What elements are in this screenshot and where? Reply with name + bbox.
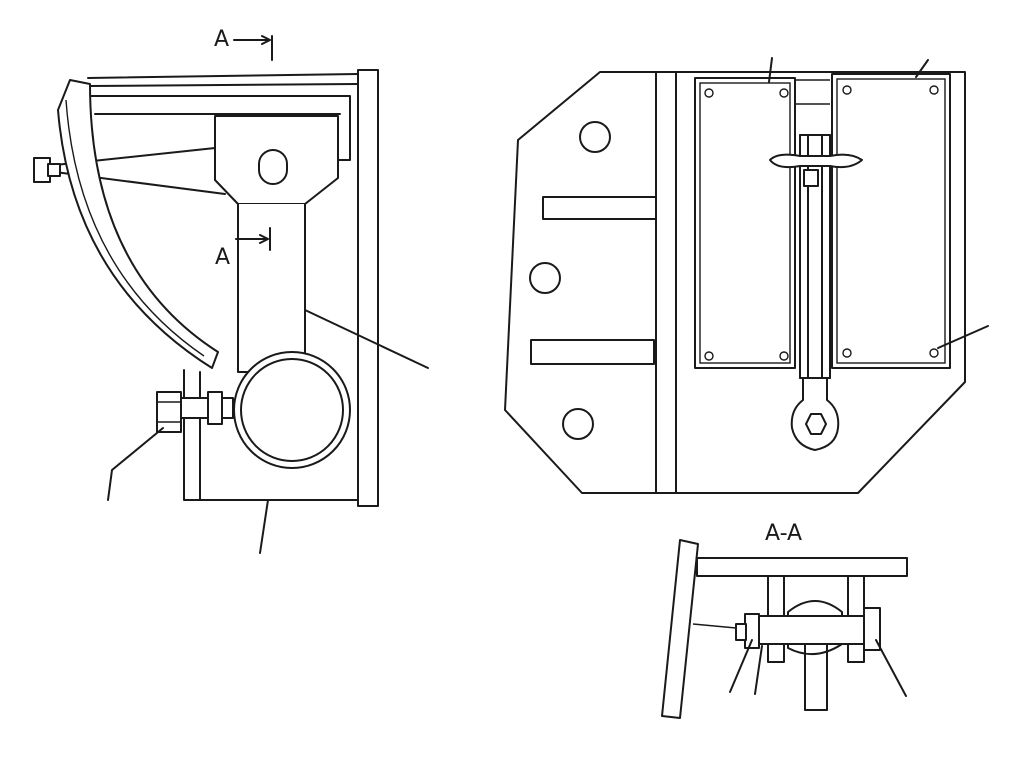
section-bolt-head (744, 613, 760, 649)
section-wall (661, 539, 699, 719)
section-boss (787, 600, 843, 617)
slot-hole (258, 149, 288, 185)
section-title: A-A (765, 521, 802, 546)
hex-nut (805, 413, 827, 435)
upper-rail (89, 95, 351, 161)
top-plate (87, 73, 359, 87)
vertical-strip (655, 71, 677, 494)
section-plate (696, 557, 908, 577)
leader-line (937, 325, 989, 349)
leader-line (875, 639, 907, 697)
leader-line (107, 427, 164, 501)
vertical-arm (237, 203, 306, 373)
leader-line (768, 57, 773, 83)
curved-guard (57, 79, 219, 369)
leader-line (729, 639, 753, 693)
front-outline (504, 71, 966, 494)
right-window (831, 73, 951, 369)
mounting-hole (562, 408, 594, 440)
section-a-a-view: A-A (661, 521, 908, 719)
front-view (504, 57, 989, 494)
section-bar (804, 643, 828, 711)
mounting-hole (529, 262, 561, 294)
section-marker-top: A (214, 27, 229, 52)
pipe-ring (233, 351, 351, 469)
t-handle (769, 153, 863, 169)
leader-line (754, 645, 763, 695)
side-nut (156, 391, 182, 433)
section-shaft (747, 615, 877, 645)
leader-line (915, 59, 929, 78)
leader-line (259, 499, 269, 554)
back-plate (357, 69, 379, 507)
left-window (694, 77, 796, 369)
side-view: A A (33, 27, 429, 554)
center-rod (799, 134, 831, 379)
slot (530, 339, 655, 365)
leader-line (304, 309, 429, 369)
section-marker-mid: A (215, 245, 230, 270)
slot (542, 196, 667, 220)
mounting-hole (579, 121, 611, 153)
